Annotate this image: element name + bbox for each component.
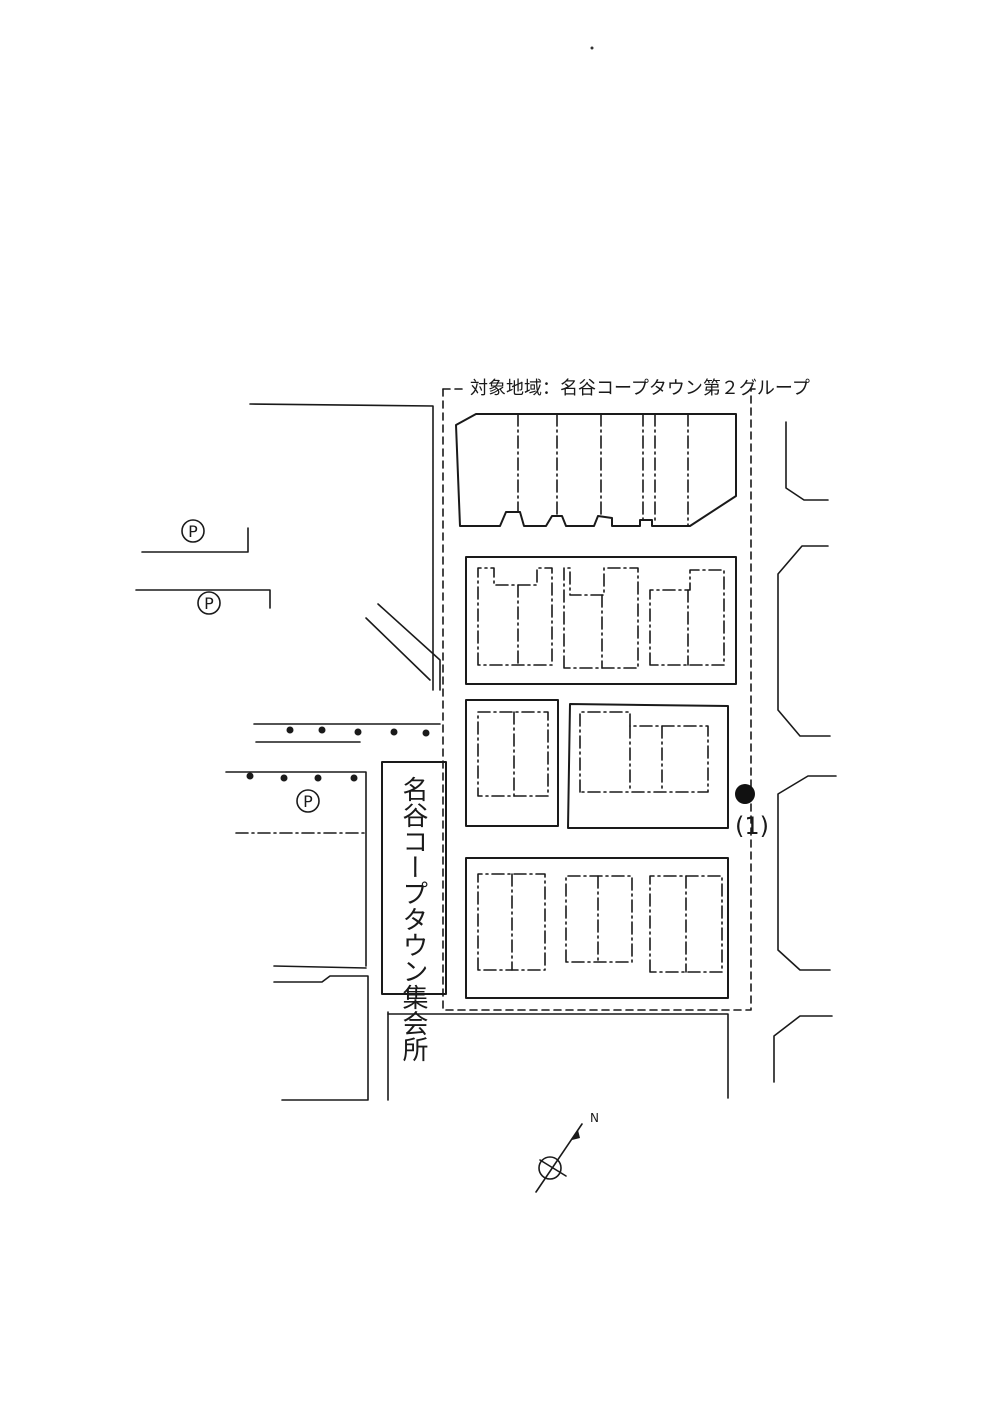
parking-marker-1: P bbox=[181, 519, 205, 543]
parking-marker-3: P bbox=[296, 789, 320, 813]
road-lines-east bbox=[773, 421, 837, 1083]
meeting-hall: 名谷コープタウン集会所 bbox=[381, 761, 447, 1062]
target-area-boundary bbox=[442, 388, 756, 1011]
speck bbox=[590, 46, 594, 50]
tree-markers bbox=[246, 726, 430, 782]
road-lines-west bbox=[135, 403, 729, 1101]
north-label: N bbox=[590, 1111, 599, 1125]
parking-symbol: P bbox=[303, 792, 313, 811]
parking-marker-2: P bbox=[197, 591, 221, 615]
compass-icon: N bbox=[535, 1111, 599, 1193]
target-area-label: 対象地域：名谷コープタウン第２グループ bbox=[470, 378, 810, 399]
building-block-4 bbox=[465, 857, 729, 999]
survey-point-label: (1) bbox=[735, 812, 769, 840]
building-block-1 bbox=[455, 413, 737, 527]
parking-symbol: P bbox=[204, 594, 214, 613]
meeting-hall-label: 名谷コープタウン集会所 bbox=[398, 776, 428, 1062]
building-block-3a bbox=[465, 699, 559, 827]
survey-point-1: (1) bbox=[735, 784, 769, 840]
building-block-2 bbox=[465, 556, 737, 685]
building-block-3b bbox=[567, 703, 729, 829]
parking-symbol: P bbox=[188, 522, 198, 541]
